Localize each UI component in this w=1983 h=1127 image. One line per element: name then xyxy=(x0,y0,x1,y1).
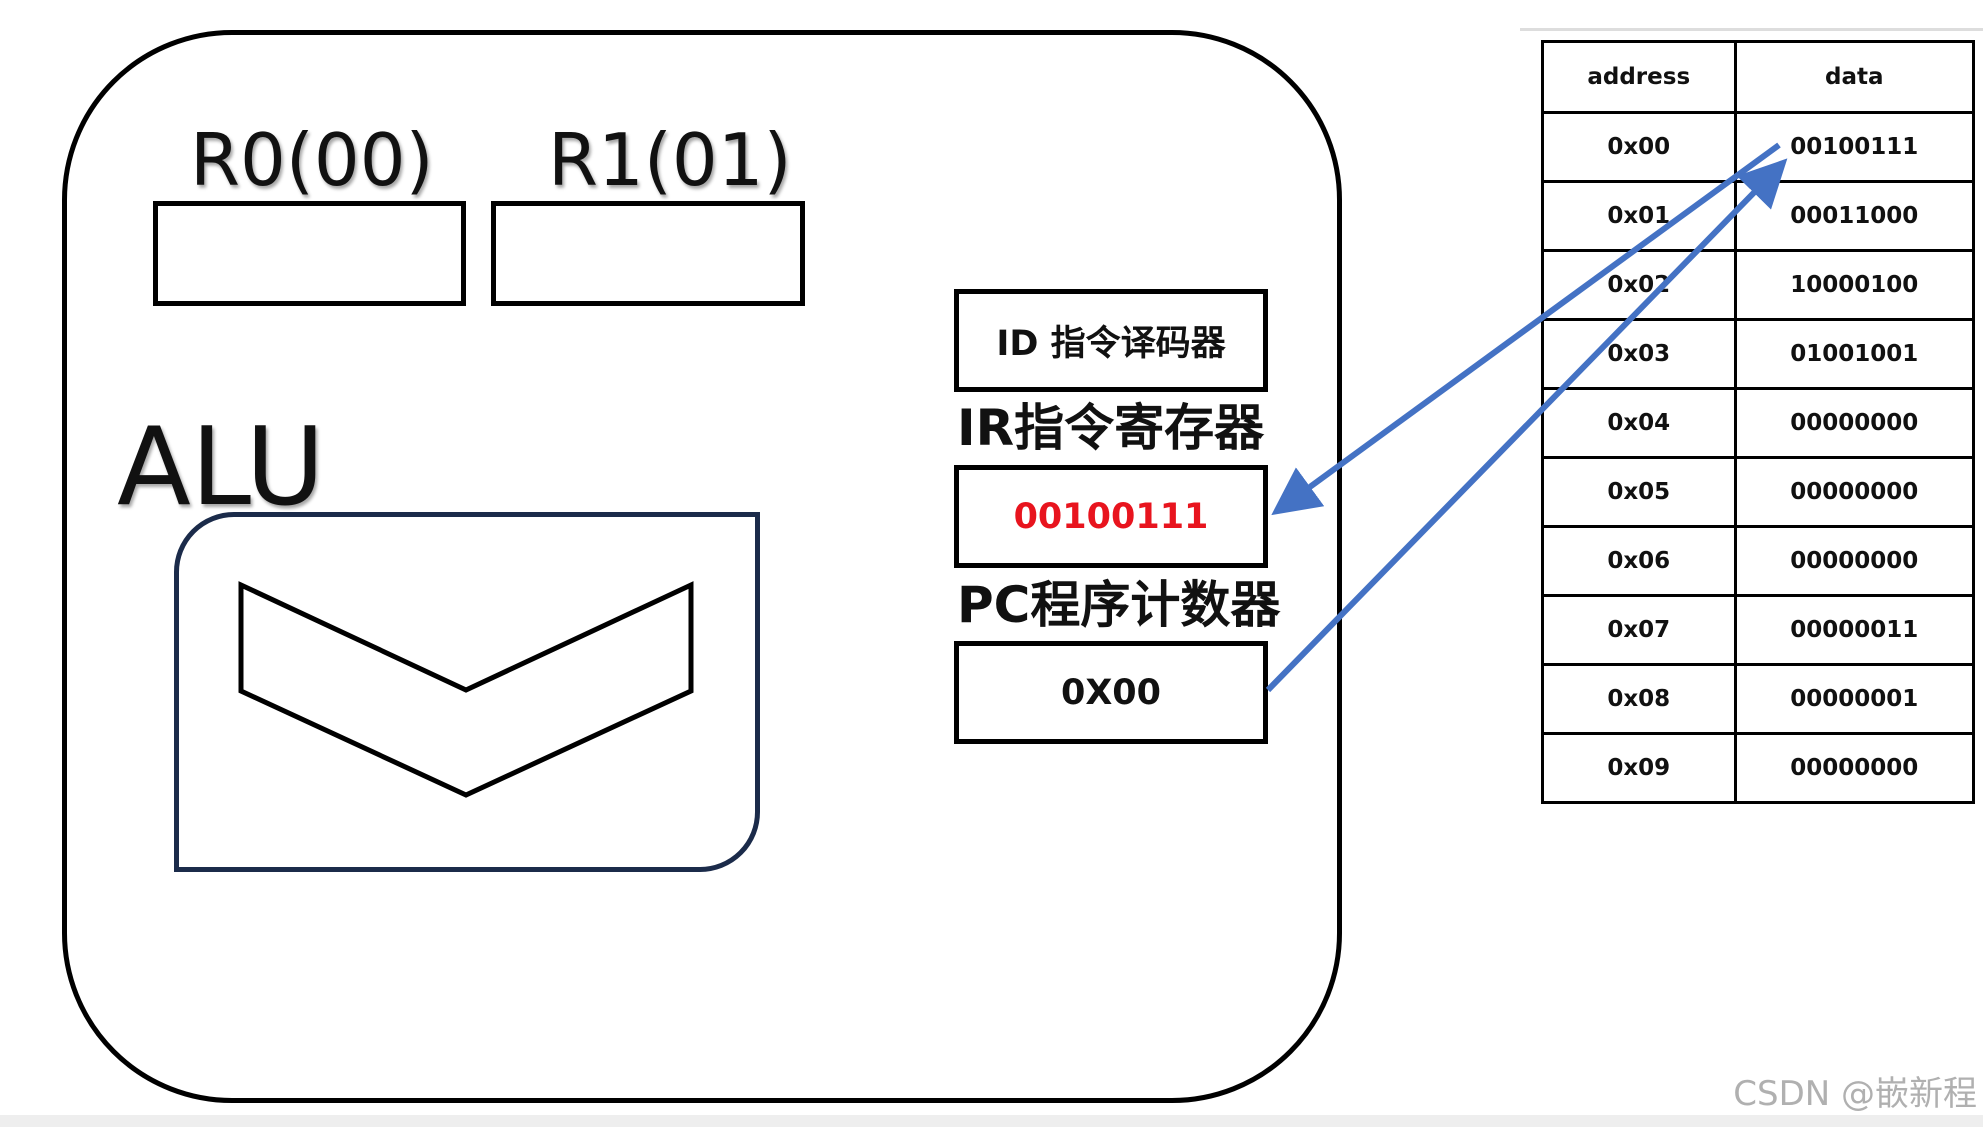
table-row: 0x02 10000100 xyxy=(1541,249,1976,321)
memory-data-cell: 00000011 xyxy=(1733,594,1976,666)
ir-title: IR指令寄存器 xyxy=(957,399,1265,457)
memory-data-cell: 00000000 xyxy=(1733,525,1976,597)
memory-header-data: data xyxy=(1733,40,1976,114)
register-r0-label: R0(00) xyxy=(190,118,434,202)
memory-address-cell: 0x09 xyxy=(1541,732,1737,804)
pc-title: PC程序计数器 xyxy=(957,576,1281,634)
program-counter: 0X00 xyxy=(954,641,1268,744)
memory-data-cell: 01001001 xyxy=(1733,318,1976,390)
memory-address-cell: 0x00 xyxy=(1541,111,1737,183)
pc-value: 0X00 xyxy=(1060,672,1162,713)
table-row: 0x06 00000000 xyxy=(1541,525,1976,597)
memory-address-cell: 0x03 xyxy=(1541,318,1737,390)
memory-header-row: address data xyxy=(1541,40,1976,114)
memory-data-cell: 00100111 xyxy=(1733,111,1976,183)
table-row: 0x04 00000000 xyxy=(1541,387,1976,459)
instruction-decoder: ID 指令译码器 xyxy=(954,289,1268,392)
memory-address-cell: 0x02 xyxy=(1541,249,1737,321)
table-row: 0x01 00011000 xyxy=(1541,180,1976,252)
memory-data-cell: 00000000 xyxy=(1733,732,1976,804)
register-r0-box xyxy=(153,201,466,306)
alu-box xyxy=(174,512,760,872)
memory-data-cell: 00011000 xyxy=(1733,180,1976,252)
instruction-decoder-label: ID 指令译码器 xyxy=(996,324,1226,364)
memory-address-cell: 0x06 xyxy=(1541,525,1737,597)
memory-data-cell: 00000001 xyxy=(1733,663,1976,735)
table-row: 0x00 00100111 xyxy=(1541,111,1976,183)
ir-value: 00100111 xyxy=(1013,496,1209,537)
instruction-register: 00100111 xyxy=(954,465,1268,568)
table-row: 0x05 00000000 xyxy=(1541,456,1976,528)
memory-table: address data 0x00 00100111 0x01 00011000… xyxy=(1541,40,1976,804)
memory-address-cell: 0x04 xyxy=(1541,387,1737,459)
memory-header-address: address xyxy=(1541,40,1737,114)
memory-address-cell: 0x07 xyxy=(1541,594,1737,666)
table-row: 0x07 00000011 xyxy=(1541,594,1976,666)
memory-data-cell: 10000100 xyxy=(1733,249,1976,321)
memory-data-cell: 00000000 xyxy=(1733,387,1976,459)
table-row: 0x08 00000001 xyxy=(1541,663,1976,735)
memory-address-cell: 0x01 xyxy=(1541,180,1737,252)
table-row: 0x03 01001001 xyxy=(1541,318,1976,390)
alu-label: ALU xyxy=(117,405,325,530)
memory-data-cell: 00000000 xyxy=(1733,456,1976,528)
memory-address-cell: 0x05 xyxy=(1541,456,1737,528)
register-r1-box xyxy=(491,201,805,306)
memory-address-cell: 0x08 xyxy=(1541,663,1737,735)
register-r1-label: R1(01) xyxy=(548,118,792,202)
watermark: CSDN @嵌新程 xyxy=(1733,1074,1977,1114)
table-row: 0x09 00000000 xyxy=(1541,732,1976,804)
memory-top-rule xyxy=(1520,28,1983,31)
bottom-band xyxy=(0,1115,1983,1127)
